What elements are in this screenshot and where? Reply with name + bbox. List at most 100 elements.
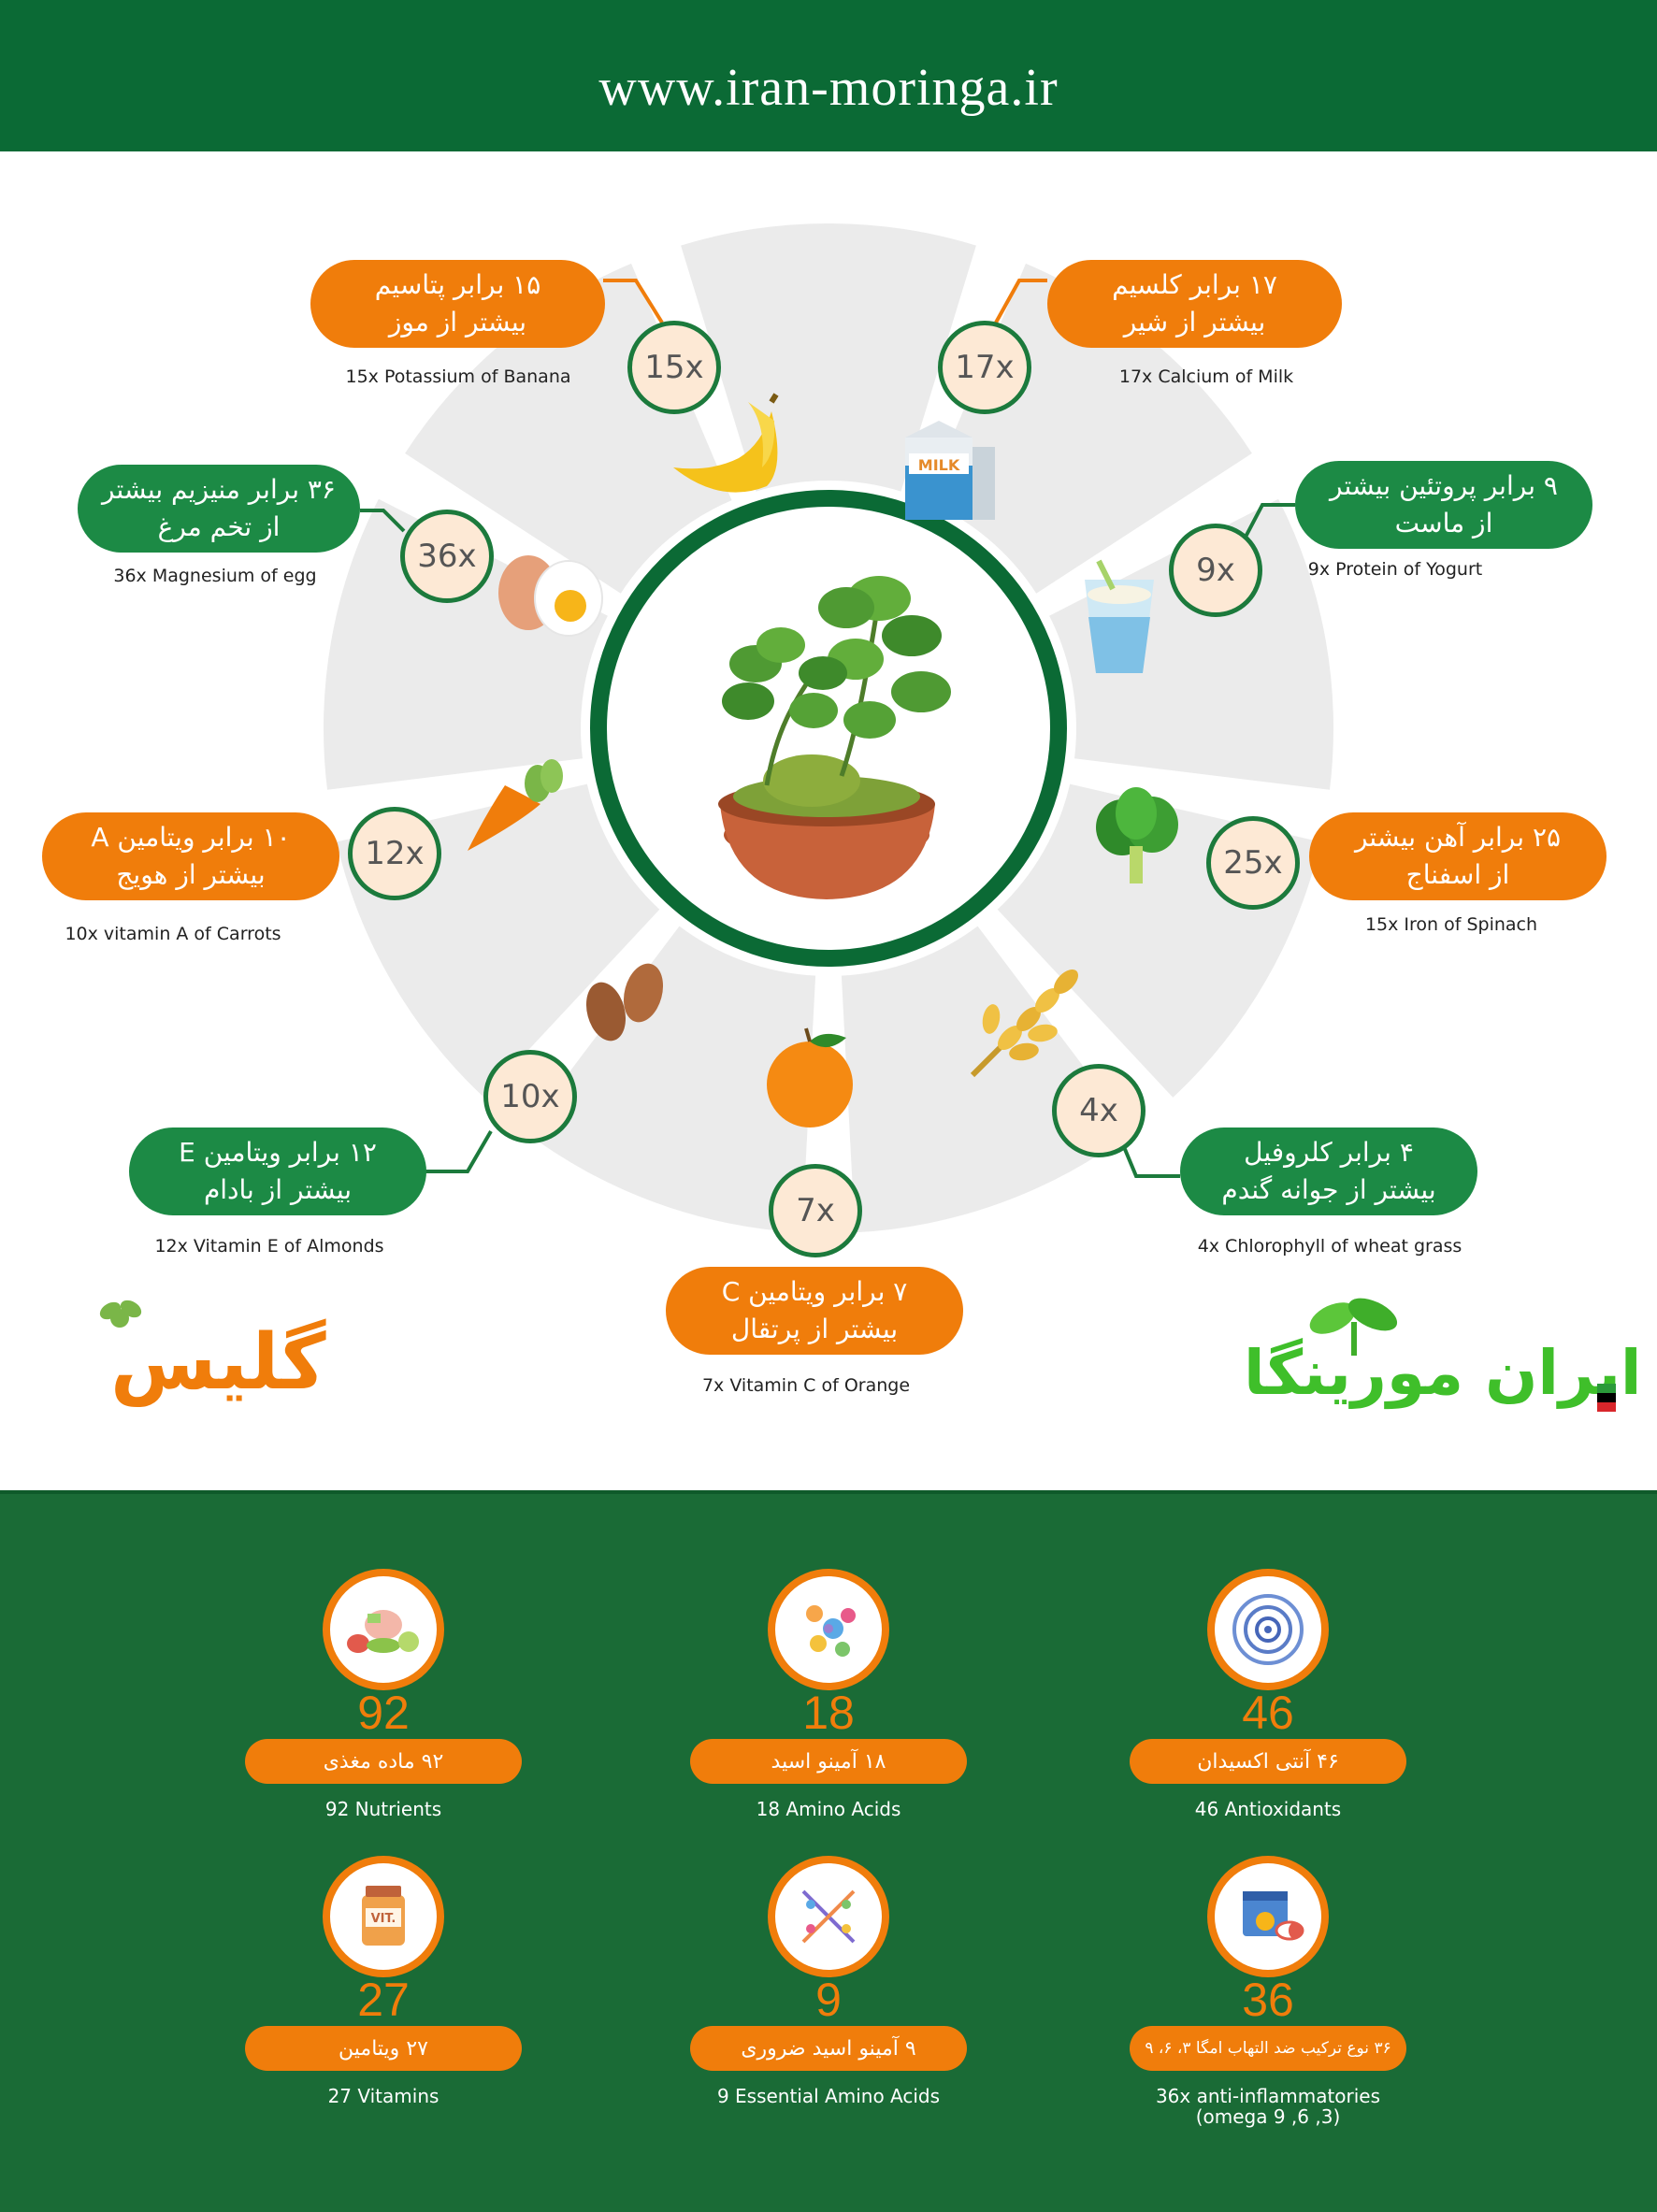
logo-glis[interactable]: گلیس	[82, 1281, 326, 1421]
wheel-segment	[323, 498, 608, 790]
wheel-segment	[1049, 498, 1334, 790]
vit-label: VIT.	[371, 1912, 396, 1926]
wheel-segments	[323, 223, 1334, 1233]
fact-fa-line2: بیشتر از بادام	[203, 1174, 353, 1205]
fact-fa-line2: بیشتر از جوانه گندم	[1221, 1174, 1436, 1205]
fact-caption: 36x Magnesium of egg	[113, 566, 317, 586]
fact-fa-line2: بیشتر از موز	[388, 307, 527, 338]
banana-icon	[673, 393, 779, 493]
stat-icon-bg	[775, 1576, 882, 1683]
stat-pill: ۴۶ آنتی اکسیدان	[1130, 1739, 1406, 1784]
fact-fa-line1: ۹ برابر پروتئین بیشتر	[1330, 470, 1558, 501]
fact-fa-line1: ۷ برابر ویتامین C	[721, 1276, 908, 1307]
connector-4x	[1120, 1142, 1180, 1178]
fact-fa-line2: از ماست	[1394, 508, 1493, 539]
fact-caption: 7x Vitamin C of Orange	[701, 1375, 911, 1396]
stat-number: 9	[815, 1974, 842, 2026]
stat-icon-bg: VIT.	[330, 1863, 437, 1970]
multiplier-badge: 36x	[400, 510, 494, 603]
stat-caption: 46 Antioxidants	[1128, 1799, 1408, 1819]
fact-caption: 9x Protein of Yogurt	[1307, 559, 1483, 580]
fact-caption: 15x Potassium of Banana	[345, 366, 571, 387]
connector-17x	[994, 279, 1047, 323]
stat-icon-bg	[1215, 1576, 1321, 1683]
stat-caption-line1: 18 Amino Acids	[756, 1798, 901, 1820]
milk-icon	[905, 421, 995, 520]
wheel-segment	[681, 223, 976, 492]
moringa-bowl-icon	[718, 576, 951, 899]
stat-icon-bg	[330, 1576, 437, 1683]
logo-iran-moringa[interactable]: ایران مورینگا	[1244, 1298, 1642, 1440]
multiplier-badge: 12x	[348, 807, 441, 900]
carrot-icon	[468, 759, 563, 851]
almond-icon	[585, 963, 664, 1041]
glis-logo-icon	[99, 1300, 142, 1328]
fact-fa-line2: بیشتر از شیر	[1123, 307, 1266, 338]
stat-caption-line2: (omega 9 ,6 ,3)	[1195, 2105, 1341, 2128]
site-url[interactable]: www.iran-moringa.ir	[598, 59, 1059, 117]
stat-number: 18	[802, 1687, 855, 1739]
fact-pill: ۱۰ برابر ویتامین A بیشتر از هویج	[42, 812, 339, 900]
fact-fa-line2: از اسفناج	[1405, 859, 1510, 890]
fact-caption: 4x Chlorophyll of wheat grass	[1197, 1236, 1462, 1257]
egg-icon	[498, 555, 603, 637]
stat-pill: ۹ آمینو اسید ضروری	[690, 2026, 967, 2071]
stat-caption: 18 Amino Acids	[688, 1799, 969, 1819]
fact-pill: ۱۲ برابر ویتامین E بیشتر از بادام	[129, 1128, 426, 1215]
atom-icon	[1207, 1569, 1329, 1690]
fact-fa-line1: ۱۲ برابر ویتامین E	[179, 1137, 377, 1168]
vitamin-jar-icon: VIT.	[323, 1856, 444, 1977]
milk-label: MILK	[918, 456, 960, 474]
stat-icon-bg	[775, 1863, 882, 1970]
yogurt-icon	[1085, 559, 1154, 673]
fact-caption: 15x Iron of Spinach	[1364, 914, 1538, 935]
connector-lines	[360, 279, 1295, 1178]
connector-36x	[360, 509, 406, 533]
fact-caption: 10x vitamin A of Carrots	[65, 924, 281, 944]
spinach-icon	[1096, 787, 1178, 883]
fact-fa-line2: بیشتر از هویج	[116, 859, 266, 890]
fact-fa-line1: ۱۷ برابر کلسیم	[1112, 269, 1277, 300]
stat-caption-line1: 9 Essential Amino Acids	[716, 2085, 941, 2107]
stat-number: 27	[357, 1974, 410, 2026]
fact-pill: ۷ برابر ویتامین C بیشتر از پرتقال	[666, 1267, 963, 1355]
header-bar	[0, 0, 1657, 151]
orange-icon	[767, 1027, 853, 1128]
wheel-segment	[841, 926, 1132, 1233]
multiplier-badge: 7x	[769, 1164, 862, 1257]
stat-caption-line1: 36x anti-inflammatories	[1155, 2085, 1381, 2107]
stat-caption-line1: 46 Antioxidants	[1194, 1798, 1342, 1820]
multiplier-badge: 25x	[1206, 816, 1300, 910]
stat-pill: ۱۸ آمینو اسید	[690, 1739, 967, 1784]
stat-pill: ۳۶ نوع ترکیب ضد التهاب امگا ۳، ۶، ۹	[1130, 2026, 1406, 2071]
nutrient-wheel: MILK	[323, 223, 1334, 1233]
connector-10x	[421, 1129, 493, 1173]
glis-logo-text: گلیس	[110, 1318, 326, 1407]
connector-9x	[1242, 503, 1295, 541]
fact-fa-line1: ۱۰ برابر ویتامین A	[91, 822, 291, 853]
fact-fa-line2: از تخم مرغ	[157, 511, 281, 542]
fact-fa-line1: ۱۵ برابر پتاسیم	[374, 269, 541, 300]
sprout-icon	[1309, 1298, 1398, 1356]
fact-fa-line1: ۲۵ برابر آهن بیشتر	[1354, 822, 1562, 853]
fact-fa-line2: بیشتر از پرتقال	[730, 1314, 899, 1344]
multiplier-badge: 9x	[1169, 524, 1262, 617]
dna-icon	[768, 1856, 889, 1977]
stat-number: 92	[357, 1687, 410, 1739]
stat-pill: ۹۲ ماده مغذی	[245, 1739, 522, 1784]
fact-pill: ۹ برابر پروتئین بیشتر از ماست	[1295, 461, 1592, 549]
flag-icon	[1597, 1384, 1616, 1412]
wheat-icon	[970, 970, 1078, 1078]
stat-caption: 27 Vitamins	[243, 2086, 524, 2106]
stat-number: 36	[1242, 1974, 1294, 2026]
nutrients-icon	[323, 1569, 444, 1690]
molecule-icon	[768, 1569, 889, 1690]
multiplier-badge: 15x	[627, 321, 721, 414]
pills-icon	[1207, 1856, 1329, 1977]
stat-caption-line1: 92 Nutrients	[324, 1798, 442, 1820]
iran-moringa-logo-text: ایران مورینگا	[1244, 1337, 1642, 1409]
stat-caption: 9 Essential Amino Acids	[688, 2086, 969, 2106]
fact-fa-line1: ۴ برابر کلروفیل	[1244, 1137, 1414, 1168]
stat-caption: 36x anti-inflammatories(omega 9 ,6 ,3)	[1128, 2086, 1408, 2127]
